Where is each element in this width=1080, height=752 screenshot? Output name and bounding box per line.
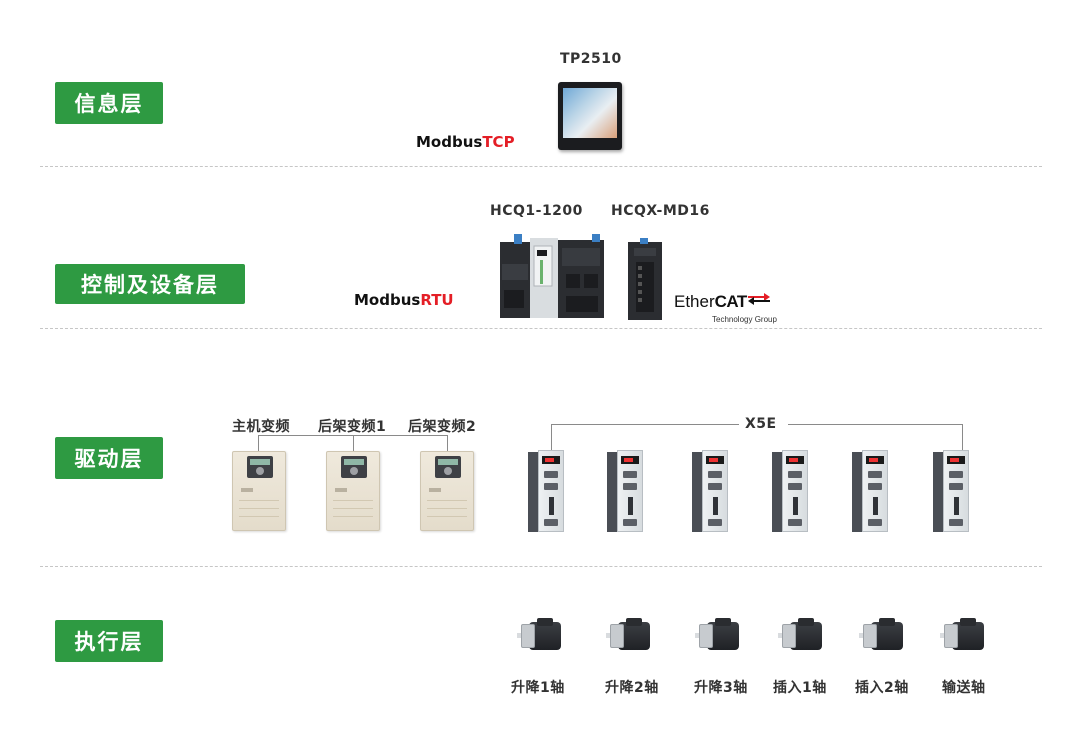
- motor-label-lift-3: 升降3轴: [694, 677, 748, 697]
- servo-drive-image: [607, 450, 643, 532]
- motor-label-insert-2: 插入2轴: [855, 677, 909, 697]
- servo-drive-image: [692, 450, 728, 532]
- modbus-tcp-logo: ModbusTCP: [416, 133, 515, 151]
- servo-drive-image: [528, 450, 564, 532]
- layer-divider: [40, 566, 1042, 567]
- motor-label-lift-2: 升降2轴: [605, 677, 659, 697]
- layer-divider: [40, 166, 1042, 167]
- hmi-model-label: TP2510: [560, 51, 622, 67]
- layer-divider: [40, 328, 1042, 329]
- modbus-rtu-prefix: Modbus: [354, 291, 420, 309]
- vfd-label-rear-2: 后架变频2: [408, 416, 476, 436]
- servo-connector-line: [962, 424, 963, 450]
- servo-connector-line: [788, 424, 963, 425]
- modbus-tcp-suffix: TCP: [482, 133, 514, 151]
- modbus-tcp-prefix: Modbus: [416, 133, 482, 151]
- servo-drive-image: [852, 450, 888, 532]
- servo-connector-line: [551, 424, 552, 450]
- servo-motor-image: [940, 620, 986, 656]
- vfd-connector-line: [258, 435, 259, 451]
- servo-motor-image: [778, 620, 824, 656]
- vfd-connector-line: [447, 435, 448, 451]
- layer-tag-info: 信息层: [55, 82, 163, 124]
- servo-motor-image: [606, 620, 652, 656]
- io-module-model-label: HCQX-MD16: [611, 203, 710, 219]
- servo-motor-image: [695, 620, 741, 656]
- motor-label-conveyor: 输送轴: [942, 677, 986, 697]
- vfd-connector-line: [353, 435, 354, 451]
- vfd-drive-image: [326, 451, 380, 531]
- layer-tag-actuator: 执行层: [55, 620, 163, 662]
- plc-model-label: HCQ1-1200: [490, 203, 583, 219]
- ethercat-logo: EtherCAT Technology Group: [674, 290, 784, 330]
- modbus-rtu-suffix: RTU: [420, 291, 453, 309]
- io-module-image: [628, 238, 662, 320]
- motor-label-insert-1: 插入1轴: [773, 677, 827, 697]
- vfd-drive-image: [420, 451, 474, 531]
- ethercat-arrow-icon: [746, 292, 772, 306]
- vfd-drive-image: [232, 451, 286, 531]
- modbus-rtu-logo: ModbusRTU: [354, 291, 454, 309]
- ethercat-logo-subtitle: Technology Group: [712, 315, 777, 324]
- servo-group-label: X5E: [745, 416, 777, 432]
- servo-drive-image: [933, 450, 969, 532]
- hmi-panel-image: [558, 82, 622, 150]
- plc-controller-image: [500, 234, 604, 320]
- servo-motor-image: [859, 620, 905, 656]
- vfd-label-rear-1: 后架变频1: [318, 416, 386, 436]
- servo-drive-image: [772, 450, 808, 532]
- motor-label-lift-1: 升降1轴: [511, 677, 565, 697]
- ethercat-logo-main-a: Ether: [674, 292, 715, 311]
- layer-tag-drive: 驱动层: [55, 437, 163, 479]
- servo-connector-line: [551, 424, 739, 425]
- vfd-label-main: 主机变频: [232, 416, 290, 436]
- servo-motor-image: [517, 620, 563, 656]
- layer-tag-control: 控制及设备层: [55, 264, 245, 304]
- ethercat-logo-main-b: CAT: [715, 292, 747, 311]
